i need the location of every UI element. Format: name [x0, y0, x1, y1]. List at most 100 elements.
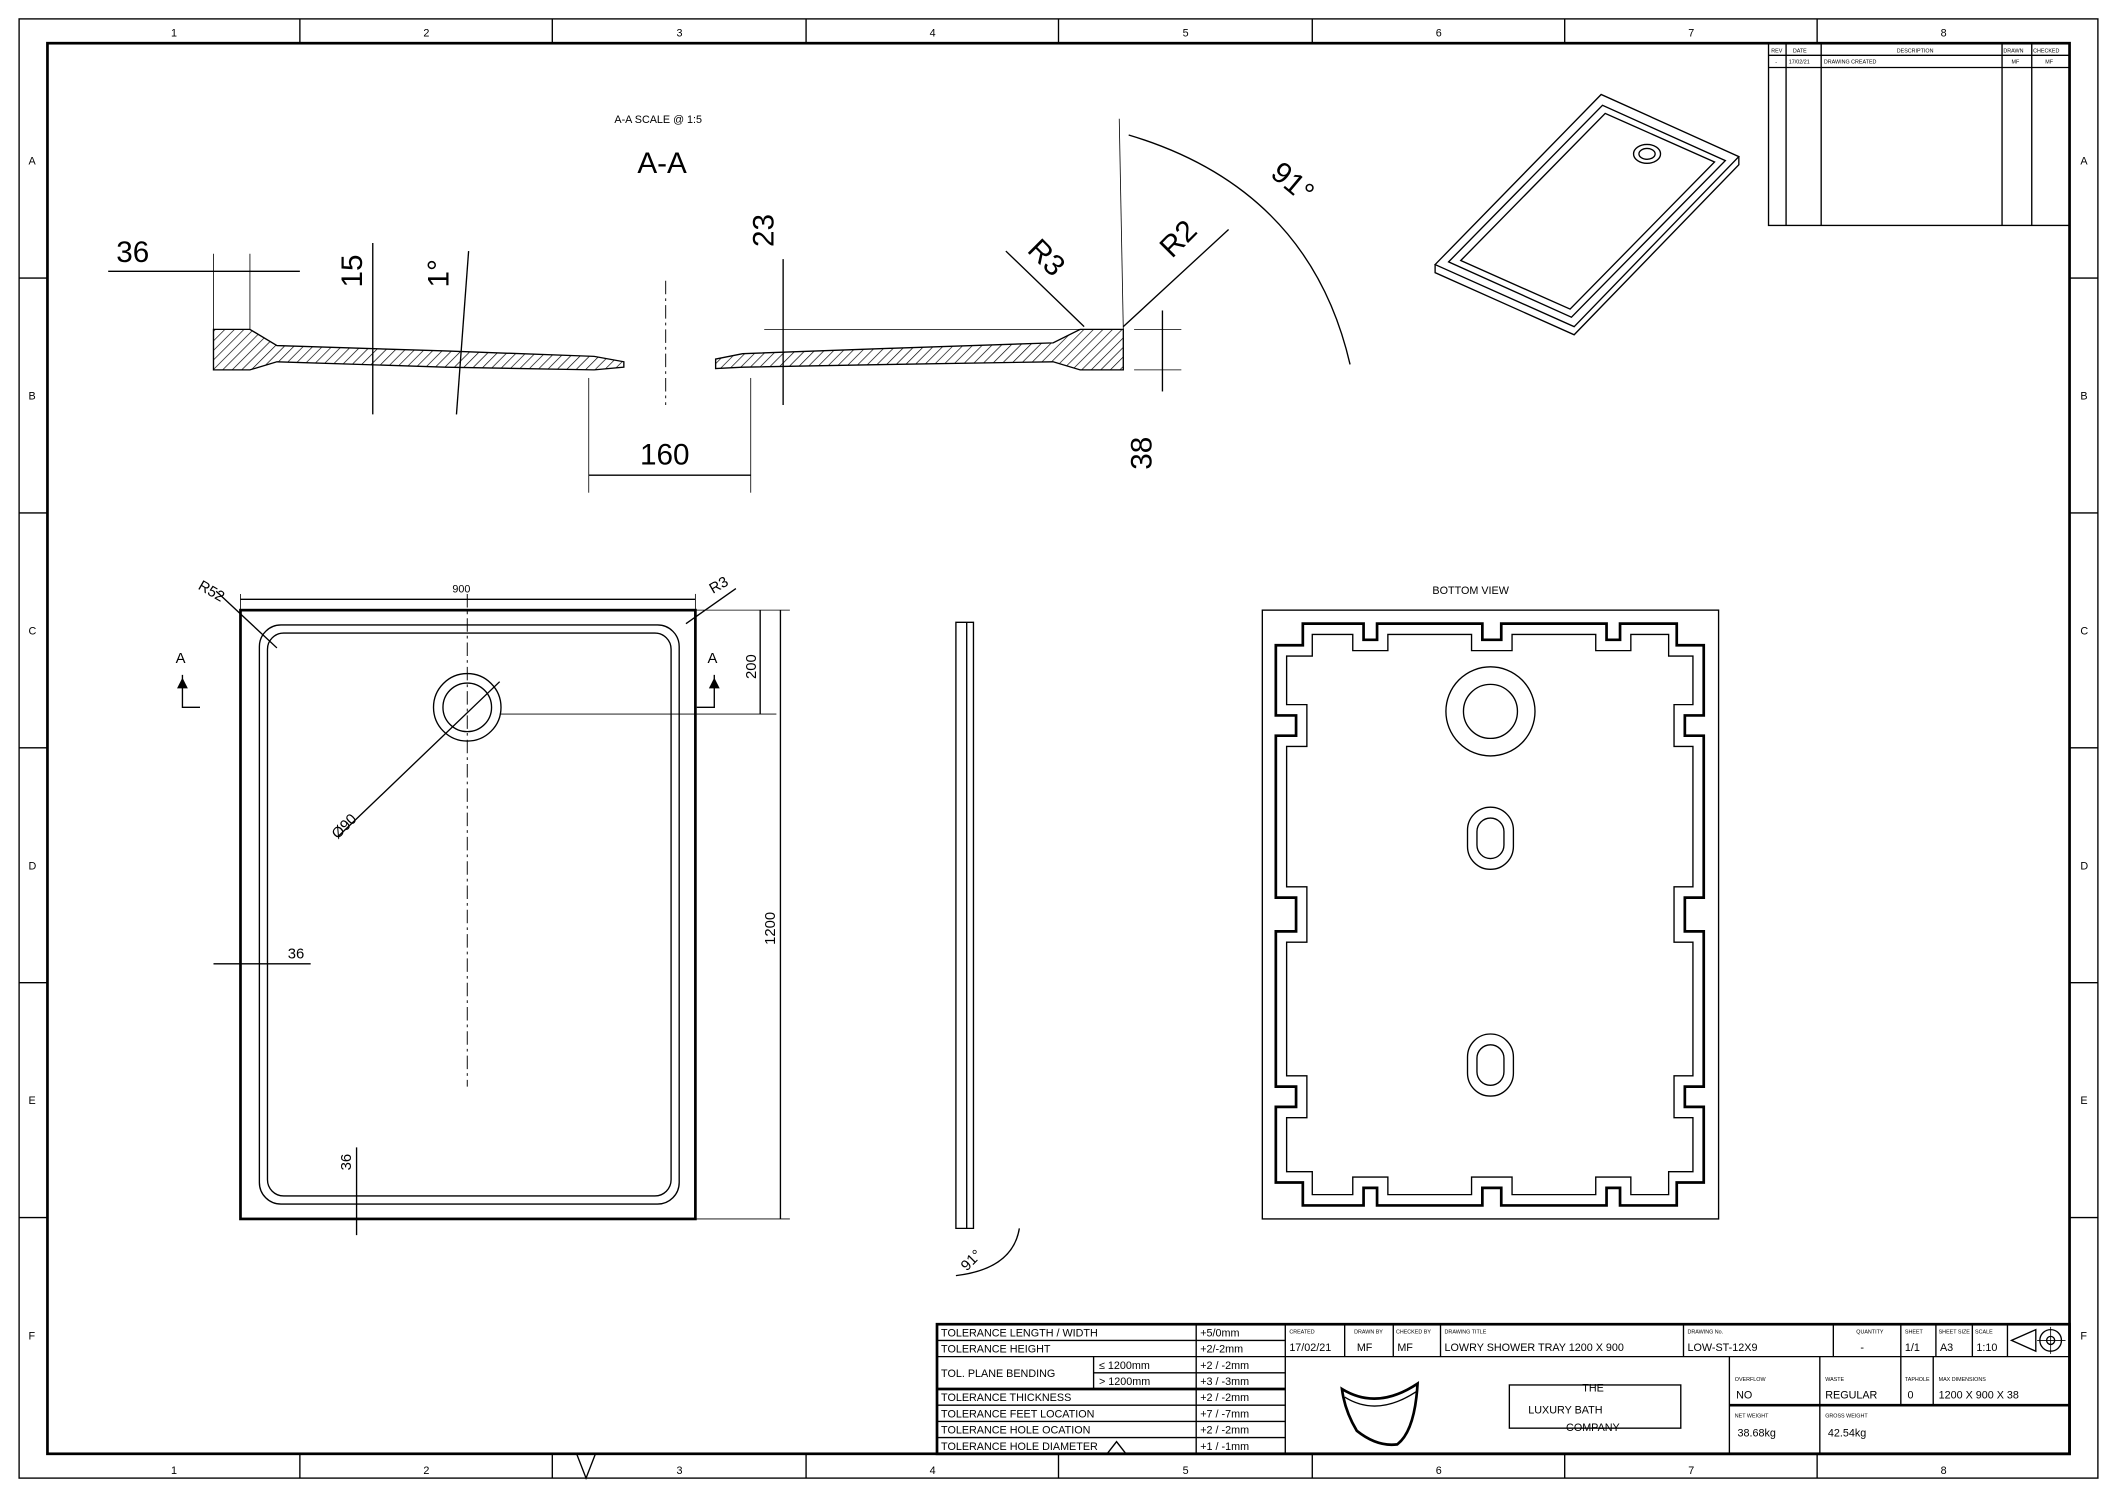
- created-date: 17/02/21: [1289, 1342, 1331, 1354]
- maxdim-label: MAX DIMENSIONS: [1939, 1377, 1987, 1383]
- tol-label: TOL. PLANE BENDING: [941, 1368, 1055, 1380]
- zone-column-label: 8: [1941, 1465, 1947, 1477]
- drawing-number: LOW-ST-12X9: [1688, 1342, 1758, 1354]
- drawn-by: MF: [1357, 1342, 1373, 1354]
- sheet-size: A3: [1940, 1342, 1953, 1354]
- projection-symbol-icon: [2009, 1326, 2066, 1354]
- logo-name: LUXURY BATH: [1528, 1404, 1602, 1416]
- section-scale-label: A-A SCALE @ 1:5: [614, 114, 702, 126]
- waste-label: WASTE: [1825, 1377, 1844, 1383]
- dim-waste-diameter: Ø90: [329, 811, 360, 842]
- zone-row-label: C: [29, 625, 37, 637]
- zone-row-label: C: [2080, 625, 2088, 637]
- tol-value: +2 / -2mm: [1200, 1392, 1249, 1404]
- tol-label: TOLERANCE THICKNESS: [941, 1392, 1071, 1404]
- tol-value: +3 / -3mm: [1200, 1376, 1249, 1388]
- dim-15: 15: [336, 254, 369, 287]
- logo-the: THE: [1582, 1383, 1604, 1395]
- section-view: A-A SCALE @ 1:5 A-A 36 15 1° 23 R3 R2 91…: [108, 114, 1351, 493]
- tol-value: +5/0mm: [1200, 1327, 1239, 1339]
- drawing-title: LOWRY SHOWER TRAY 1200 X 900: [1445, 1342, 1624, 1354]
- tol-value: +7 / -7mm: [1200, 1408, 1249, 1420]
- rev-cell: DRAWING CREATED: [1824, 59, 1877, 65]
- tol-value: +2/-2mm: [1200, 1344, 1243, 1356]
- checked-label: CHECKED BY: [1396, 1330, 1431, 1336]
- dim-rim-side: 36: [288, 946, 305, 962]
- scale-label: SCALE: [1975, 1330, 1993, 1336]
- dim-width: 900: [452, 584, 470, 596]
- zone-column-label: 6: [1436, 27, 1442, 39]
- zone-column-label: 2: [423, 1465, 429, 1477]
- zone-row-label: A: [29, 156, 37, 168]
- quantity: -: [1860, 1342, 1864, 1354]
- zone-column-label: 7: [1688, 27, 1694, 39]
- checked-by: MF: [1397, 1342, 1413, 1354]
- section-mark-left: A: [176, 651, 186, 667]
- dim-r52: R52: [195, 578, 227, 605]
- rev-cell: MF: [2045, 59, 2053, 65]
- zone-column-label: 5: [1183, 1465, 1189, 1477]
- logo-company: COMPANY: [1566, 1422, 1620, 1434]
- zone-column-label: 1: [171, 27, 177, 39]
- zone-row-label: F: [29, 1331, 36, 1343]
- title-block: TOLERANCE LENGTH / WIDTH +5/0mm TOLERANC…: [935, 1322, 2071, 1456]
- rev-header-rev: REV: [1771, 49, 1782, 55]
- dim-r3: R3: [1021, 233, 1071, 283]
- dim-r2: R2: [1154, 214, 1204, 264]
- zone-column-label: 4: [930, 1465, 936, 1477]
- tol-label: TOLERANCE HOLE DIAMETER: [941, 1441, 1098, 1453]
- zone-column-label: 5: [1183, 27, 1189, 39]
- zone-row-label: E: [2080, 1095, 2087, 1107]
- dim-length: 1200: [763, 912, 779, 945]
- zone-row-label: B: [29, 391, 36, 403]
- sheet-label: SHEET: [1905, 1330, 1924, 1336]
- plan-view: 900 R52 R3 200 1200 Ø90 36 36 A A: [176, 574, 790, 1236]
- zone-row-label: A: [2080, 156, 2088, 168]
- section-title: A-A: [637, 147, 687, 180]
- zone-column-label: 2: [423, 27, 429, 39]
- gross-weight-label: GROSS WEIGHT: [1825, 1413, 1868, 1419]
- zone-row-label: E: [29, 1095, 36, 1107]
- zone-column-label: 6: [1436, 1465, 1442, 1477]
- section-mark-right: A: [708, 651, 718, 667]
- waste: REGULAR: [1825, 1389, 1877, 1401]
- sheet: 1/1: [1905, 1342, 1920, 1354]
- dim-36: 36: [116, 236, 149, 269]
- taphole-label: TAPHOLE: [1905, 1377, 1930, 1383]
- bottom-view: BOTTOM VIEW: [1261, 585, 1720, 1220]
- zone-row-label: D: [29, 860, 37, 872]
- tol-cond: ≤ 1200mm: [1099, 1360, 1150, 1372]
- zone-row-label: D: [2080, 860, 2088, 872]
- tol-label: TOLERANCE HOLE OCATION: [941, 1425, 1090, 1437]
- rev-header-checked: CHECKED: [2033, 49, 2059, 55]
- zone-column-label: 3: [676, 1465, 682, 1477]
- drawn-label: DRAWN BY: [1354, 1330, 1383, 1336]
- dim-angle-91: 91°: [1265, 156, 1321, 210]
- zone-row-label: F: [2080, 1331, 2087, 1343]
- tol-label: TOLERANCE HEIGHT: [941, 1344, 1051, 1356]
- tol-label: TOLERANCE LENGTH / WIDTH: [941, 1327, 1098, 1339]
- revision-table: REV DATE DESCRIPTION DRAWN CHECKED - 17/…: [1767, 42, 2071, 227]
- dim-23: 23: [748, 214, 781, 247]
- number-label: DRAWING No.: [1688, 1330, 1724, 1336]
- zone-column-label: 7: [1688, 1465, 1694, 1477]
- created-label: CREATED: [1289, 1330, 1314, 1336]
- overflow: NO: [1736, 1389, 1752, 1401]
- tol-cond: > 1200mm: [1099, 1376, 1150, 1388]
- dim-angle-1: 1°: [422, 259, 455, 287]
- dim-160: 160: [640, 438, 690, 471]
- tol-value: +2 / -2mm: [1200, 1360, 1249, 1372]
- tol-label: TOLERANCE FEET LOCATION: [941, 1408, 1094, 1420]
- quantity-label: QUANTITY: [1856, 1330, 1884, 1336]
- zone-column-label: 1: [171, 1465, 177, 1477]
- bottom-view-title: BOTTOM VIEW: [1432, 585, 1509, 597]
- title-label: DRAWING TITLE: [1445, 1330, 1487, 1336]
- net-weight-label: NET WEIGHT: [1735, 1413, 1769, 1419]
- rev-cell: MF: [2012, 59, 2020, 65]
- rev-cell: 17/02/21: [1789, 59, 1810, 65]
- scale: 1:10: [1976, 1342, 1997, 1354]
- rev-header-date: DATE: [1793, 49, 1807, 55]
- dim-200: 200: [744, 654, 760, 679]
- zone-column-label: 4: [930, 27, 936, 39]
